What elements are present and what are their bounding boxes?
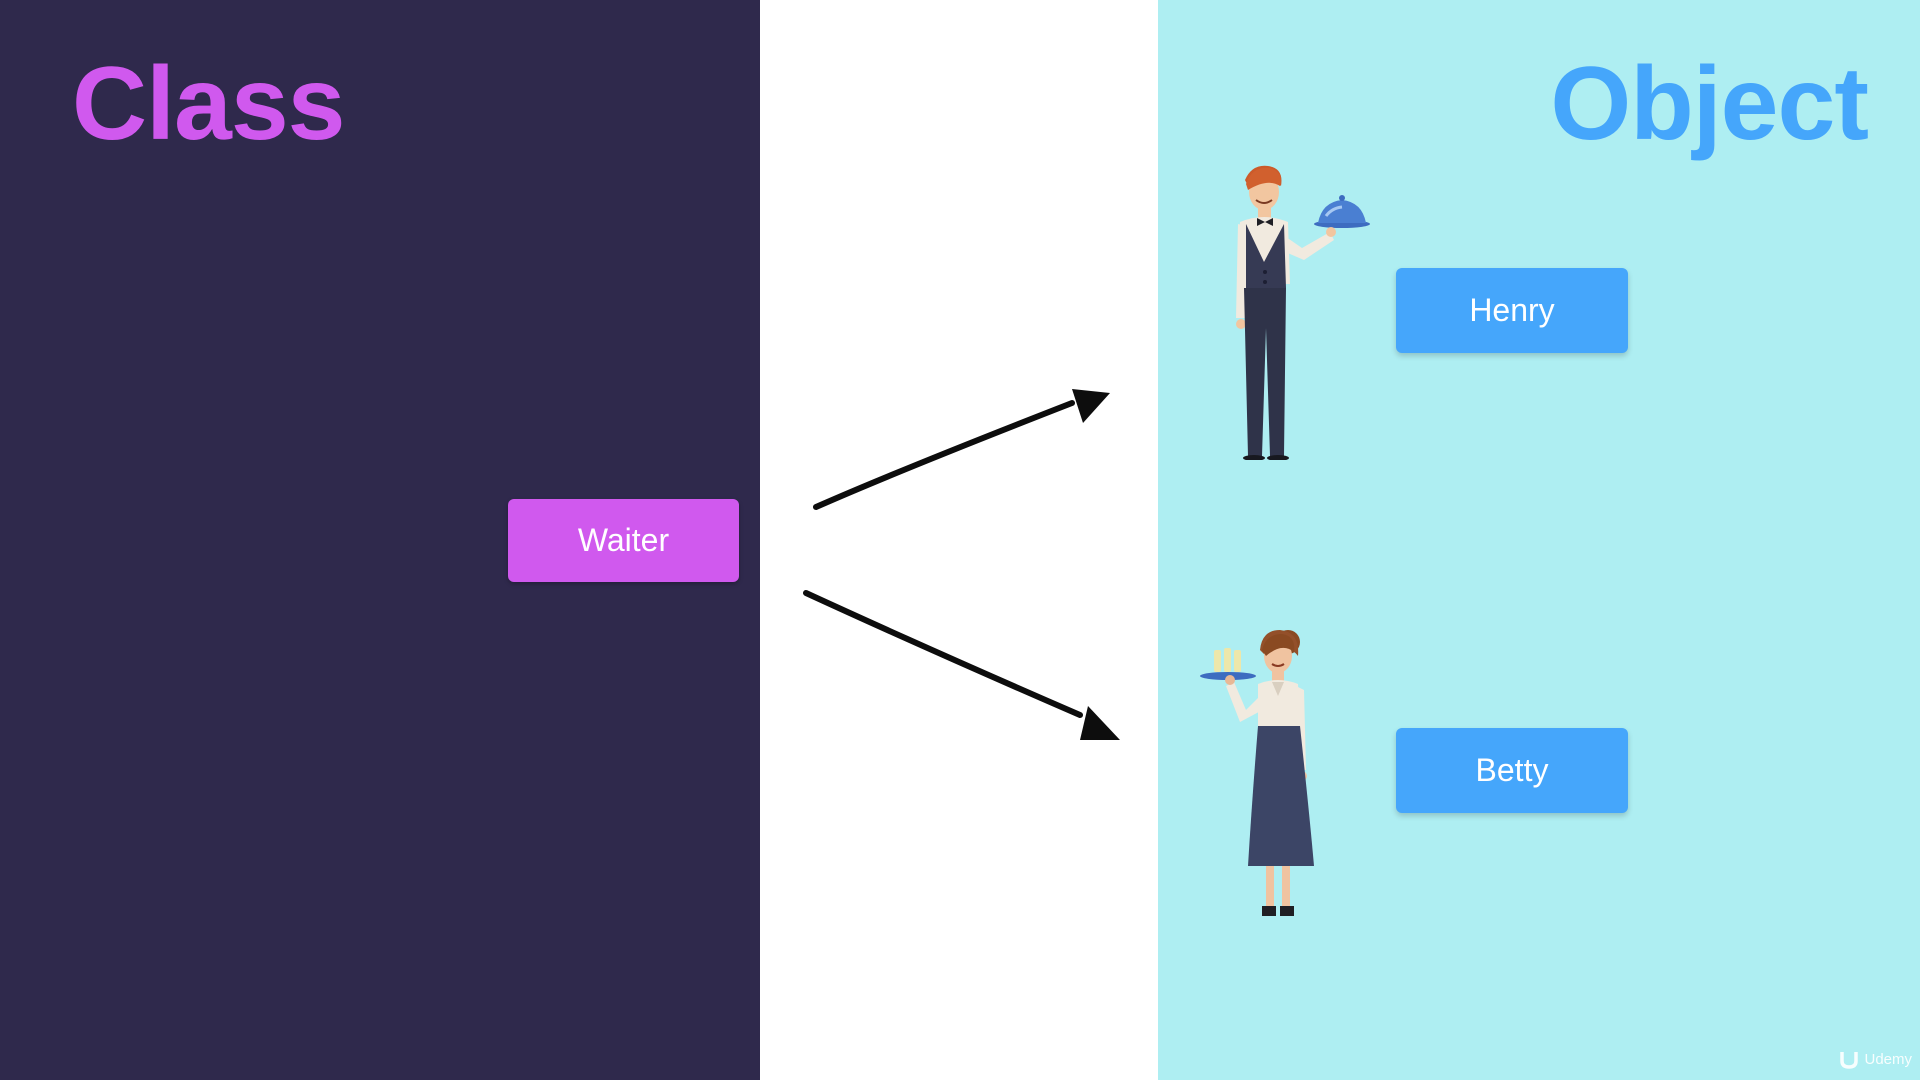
- arrow-head-to-betty: [1080, 706, 1120, 740]
- arrow-head-to-henry: [1072, 389, 1110, 423]
- udemy-logo-icon: [1840, 1052, 1859, 1069]
- object-box-betty: Betty: [1396, 728, 1628, 813]
- waiter-man-icon: [1236, 165, 1370, 460]
- waitress-woman-icon: [1200, 630, 1314, 916]
- class-box-waiter: Waiter: [508, 499, 739, 582]
- arrow-to-betty: [803, 590, 1120, 740]
- instantiation-arrows: [803, 389, 1120, 740]
- arrow-to-henry: [813, 389, 1110, 510]
- class-title: Class: [72, 46, 346, 162]
- arrow-shaft-to-betty: [803, 590, 1083, 718]
- class-panel: Class Waiter: [0, 0, 760, 1080]
- watermark-text: Udemy: [1864, 1050, 1912, 1068]
- udemy-watermark: Udemy: [1838, 1048, 1912, 1070]
- object-title: Object: [1550, 46, 1869, 162]
- arrow-panel: [760, 0, 1158, 1080]
- arrow-shaft-to-henry: [813, 400, 1075, 510]
- object-box-henry: Henry: [1396, 268, 1628, 353]
